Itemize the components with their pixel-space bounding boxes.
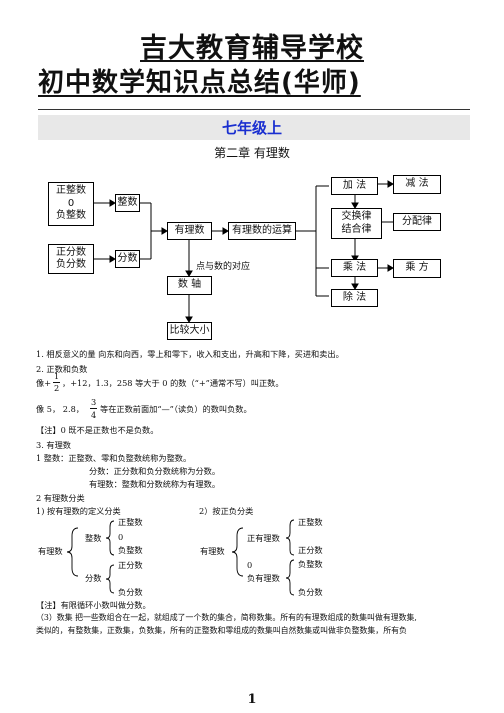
text-line: 【注】有限循环小数叫做分数。 <box>36 600 151 610</box>
classification2-positive: 正有理数 <box>247 533 280 543</box>
classification2-negative: 负有理数 <box>247 573 280 583</box>
text-line: 像+ <box>36 378 52 388</box>
box-multiplication: 乘 法 <box>331 259 378 277</box>
text-line: 3. 有理数 <box>36 440 71 450</box>
fraction-denominator: 4 <box>91 410 97 420</box>
text-line: 2 有理数分类 <box>36 493 85 503</box>
classification2-item: 负整数 <box>298 559 323 569</box>
classification1-item: 0 <box>118 532 124 542</box>
text-line: 有理数：整数和分数统称为有理数。 <box>89 479 221 489</box>
chapter-heading: 第二章 有理数 <box>214 146 290 160</box>
text-line: 像 5， 2.8， <box>36 404 84 414</box>
box-laws: 交换律结合律 <box>331 208 382 239</box>
text-line: 2. 正数和负数 <box>36 364 88 374</box>
document-subtitle: 初中数学知识点总结(华师) <box>38 68 361 98</box>
text-line: 2）按正负分类 <box>199 506 254 516</box>
classification2-zero: 0 <box>247 560 253 570</box>
classification1-integer: 整数 <box>85 533 102 543</box>
box-operations: 有理数的运算 <box>228 222 296 240</box>
grade-heading: 七年级上 <box>221 119 282 137</box>
fraction-bar <box>53 382 60 383</box>
header-rule <box>38 109 470 110</box>
classification1-item: 负分数 <box>118 587 143 597</box>
classification1-item: 正整数 <box>118 517 143 527</box>
text-line: 类似的，有整数集，正数集，负数集，所有的正整数和零组成的数集叫自然数集或叫做非负… <box>36 626 407 635</box>
grade-band <box>38 115 470 140</box>
text-line: （3）数集 把一些数组合在一起，就组成了一个数的集合，简称数集。所有的有理数组成… <box>36 613 417 622</box>
fraction-denominator: 2 <box>54 383 60 393</box>
document-title: 吉大教育辅导学校 <box>140 33 364 64</box>
box-compare: 比较大小 <box>167 322 212 340</box>
text-line: 1) 按有理数的定义分类 <box>36 506 121 516</box>
text-line: 【注】0 既不是正数也不是负数。 <box>36 425 159 435</box>
fraction-numerator: 3 <box>91 397 97 407</box>
classification2-item: 正整数 <box>298 517 323 527</box>
classification1-fraction: 分数 <box>85 573 102 583</box>
classification1-item: 正分数 <box>118 560 143 570</box>
box-rational: 有理数 <box>167 222 212 240</box>
text-line: 等在正数前面加“—”（读负）的数叫负数。 <box>100 404 252 414</box>
text-line: 分数：正分数和负分数统称为分数。 <box>89 466 221 476</box>
fraction-bar <box>90 408 97 409</box>
label-point-correspondence: 点与数的对应 <box>196 262 251 272</box>
box-fraction: 分数 <box>115 250 140 268</box>
text-line: ，+12，1.3，258 等大于 0 的数（“+”通常不写）叫正数。 <box>62 378 284 388</box>
box-power: 乘 方 <box>393 259 441 278</box>
classification2-root: 有理数 <box>200 546 225 556</box>
box-addition: 加 法 <box>331 177 378 195</box>
classification1-item: 负整数 <box>118 545 143 555</box>
text-line: 1 整数：正整数、零和负整数统称为整数。 <box>36 453 192 463</box>
page-number: 1 <box>247 692 257 707</box>
text-line: 1. 相反意义的量 向东和向西，零上和零下，收入和支出，升高和下降，买进和卖出。 <box>36 349 344 359</box>
box-distributive: 分配律 <box>393 213 441 231</box>
classification2-item: 正分数 <box>298 545 323 555</box>
box-integer: 整数 <box>115 194 140 212</box>
box-number-line: 数 轴 <box>167 276 212 295</box>
box-subtraction: 减 法 <box>393 175 441 194</box>
classification1-root: 有理数 <box>38 546 63 556</box>
box-division: 除 法 <box>331 289 378 307</box>
fraction-numerator: 1 <box>54 371 60 381</box>
classification2-item: 负分数 <box>298 587 323 597</box>
box-fraction-types: 正分数负分数 <box>48 244 94 274</box>
